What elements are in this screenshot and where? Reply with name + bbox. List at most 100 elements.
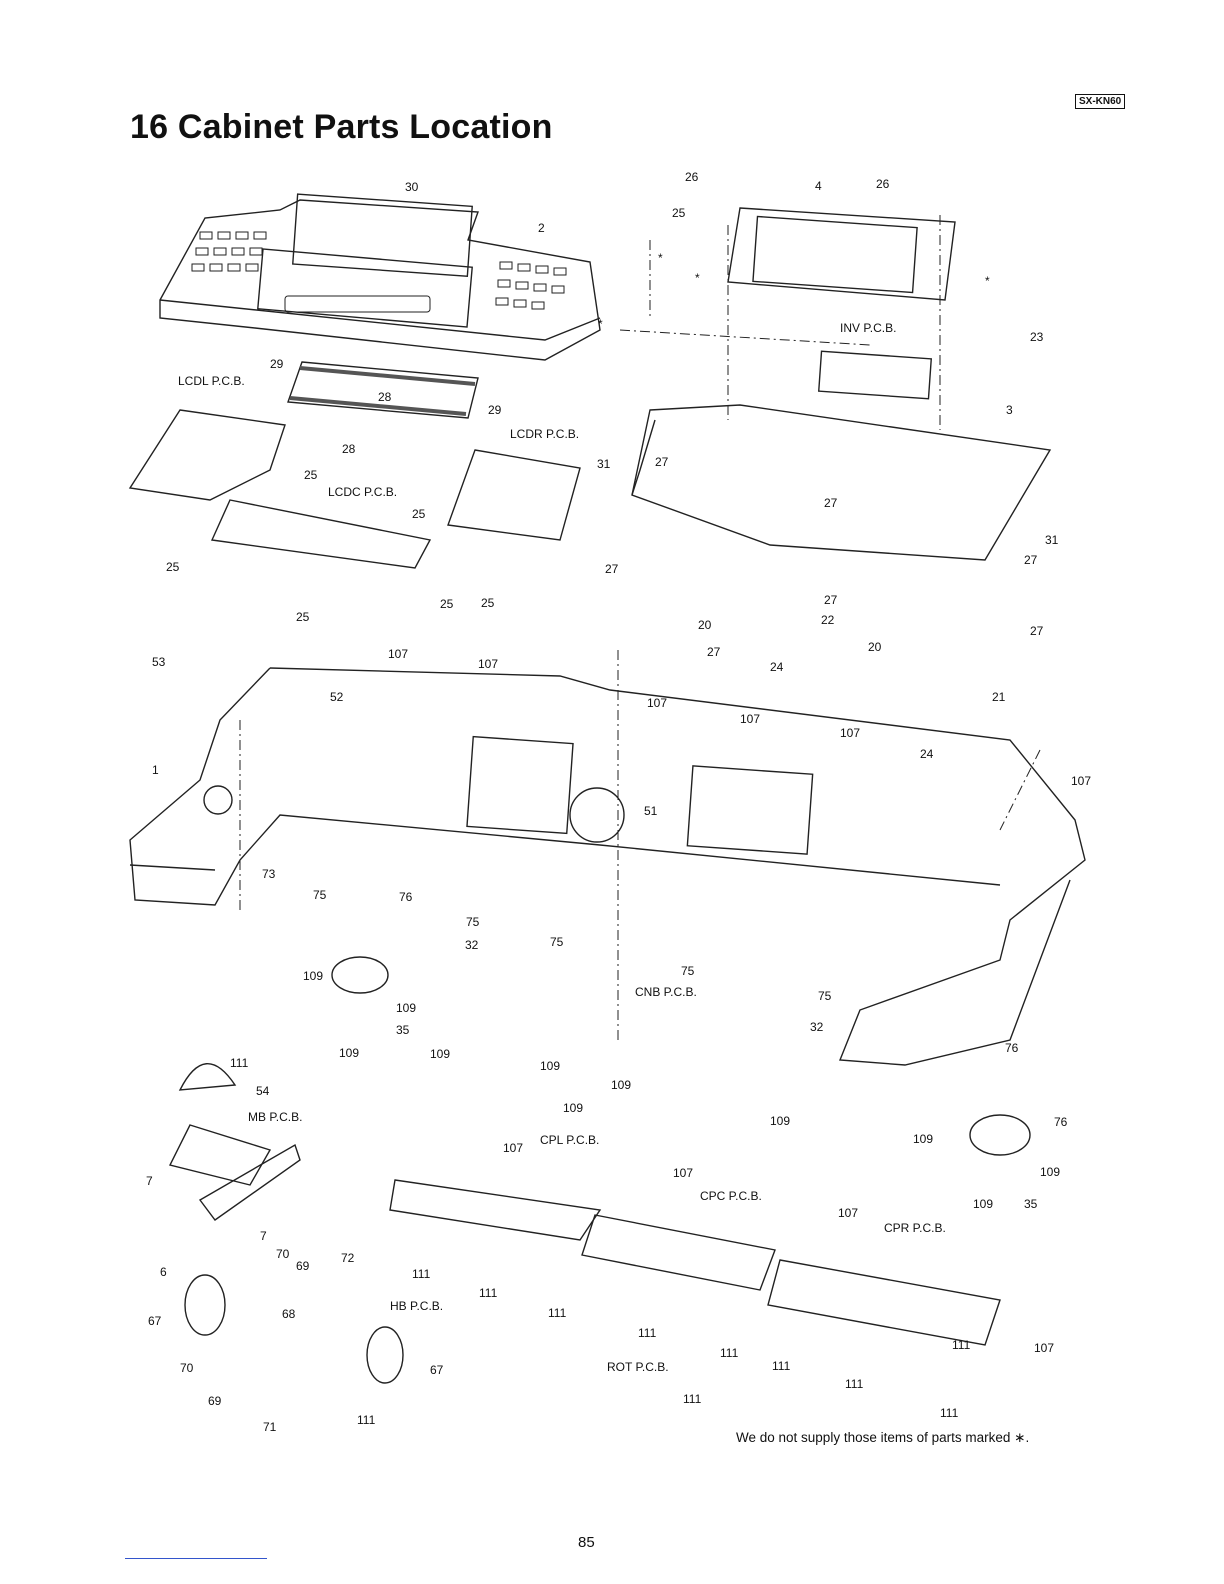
pcb-label: CPR P.C.B. <box>884 1221 946 1235</box>
callout: 67 <box>430 1363 444 1377</box>
callout: 107 <box>1071 774 1091 788</box>
callout: 109 <box>770 1114 790 1128</box>
callout: 109 <box>339 1046 359 1060</box>
callout: 109 <box>973 1197 993 1211</box>
callout: 24 <box>770 660 784 674</box>
callout: 68 <box>282 1307 296 1321</box>
callout: 70 <box>276 1247 290 1261</box>
callout: 25 <box>672 206 686 220</box>
callout: 32 <box>465 938 479 952</box>
pcb-label: CPL P.C.B. <box>540 1133 599 1147</box>
callout: 76 <box>399 890 413 904</box>
callout: 107 <box>840 726 860 740</box>
callout: 3 <box>1006 403 1013 417</box>
callout: 107 <box>1034 1341 1054 1355</box>
callout: 111 <box>638 1326 657 1340</box>
callout: 111 <box>940 1406 959 1420</box>
callout: 107 <box>388 647 408 661</box>
pcb-label: LCDR P.C.B. <box>510 427 579 441</box>
callout: 7 <box>146 1174 153 1188</box>
callout: 69 <box>296 1259 310 1273</box>
callout: 26 <box>685 170 699 184</box>
callout: 111 <box>772 1359 791 1373</box>
callout: 75 <box>313 888 327 902</box>
callout: 109 <box>396 1001 416 1015</box>
callout: 54 <box>256 1084 270 1098</box>
pcb-label: HB P.C.B. <box>390 1299 443 1313</box>
supply-note: We do not supply those items of parts ma… <box>736 1430 1030 1445</box>
callout: 53 <box>152 655 166 669</box>
callout: 111 <box>357 1413 376 1427</box>
callout: 27 <box>707 645 721 659</box>
callout: 27 <box>605 562 619 576</box>
callout: 51 <box>644 804 658 818</box>
callout: 111 <box>412 1267 431 1281</box>
callout: 111 <box>683 1392 702 1406</box>
callout: 21 <box>992 690 1006 704</box>
callout: 25 <box>481 596 495 610</box>
callout: 25 <box>304 468 318 482</box>
pcb-label: CPC P.C.B. <box>700 1189 762 1203</box>
callout: 107 <box>740 712 760 726</box>
callout: 111 <box>720 1346 739 1360</box>
callout: * <box>658 251 663 265</box>
callout: 109 <box>563 1101 583 1115</box>
callout: 75 <box>681 964 695 978</box>
callout: 20 <box>868 640 882 654</box>
callout: 109 <box>303 969 323 983</box>
callout: 30 <box>405 180 419 194</box>
pcb-label: MB P.C.B. <box>248 1110 302 1124</box>
pcb-label: LCDL P.C.B. <box>178 374 245 388</box>
footer-rule <box>125 1558 267 1559</box>
callout: 75 <box>818 989 832 1003</box>
callout: 111 <box>479 1286 498 1300</box>
pcb-label: INV P.C.B. <box>840 321 896 335</box>
callout: 2 <box>538 221 545 235</box>
callout: 109 <box>611 1078 631 1092</box>
callout: 24 <box>920 747 934 761</box>
callout: 6 <box>160 1265 167 1279</box>
callout: 107 <box>478 657 498 671</box>
callout: 76 <box>1054 1115 1068 1129</box>
callout: 31 <box>597 457 611 471</box>
callout: 4 <box>815 179 822 193</box>
callout: 25 <box>440 597 454 611</box>
callout: 109 <box>430 1047 450 1061</box>
callout: 111 <box>845 1377 864 1391</box>
callout: 109 <box>913 1132 933 1146</box>
callout: 32 <box>810 1020 824 1034</box>
callout: 28 <box>342 442 356 456</box>
callout: 7 <box>260 1229 267 1243</box>
callout: 52 <box>330 690 344 704</box>
callout: * <box>985 274 990 288</box>
callout: * <box>695 271 700 285</box>
callout: 111 <box>952 1338 971 1352</box>
callout: 72 <box>341 1251 355 1265</box>
callout: 27 <box>1030 624 1044 638</box>
callout: 25 <box>166 560 180 574</box>
callout: 1 <box>152 763 159 777</box>
pcb-label: LCDC P.C.B. <box>328 485 397 499</box>
callout: 26 <box>876 177 890 191</box>
callout: 35 <box>1024 1197 1038 1211</box>
callout: * <box>598 317 603 331</box>
page-number: 85 <box>578 1534 595 1551</box>
callout: 35 <box>396 1023 410 1037</box>
callout: 31 <box>1045 533 1059 547</box>
callout: 27 <box>824 496 838 510</box>
callout: 75 <box>550 935 564 949</box>
callout: 71 <box>263 1420 277 1434</box>
callout: 109 <box>540 1059 560 1073</box>
callout: 107 <box>647 696 667 710</box>
callout: 111 <box>548 1306 567 1320</box>
callout: 67 <box>148 1314 162 1328</box>
callout: 70 <box>180 1361 194 1375</box>
callout: 73 <box>262 867 276 881</box>
callout: 22 <box>821 613 835 627</box>
callout: 29 <box>488 403 502 417</box>
diagram-drawing <box>128 193 1086 1384</box>
callout: 25 <box>296 610 310 624</box>
callout: 28 <box>378 390 392 404</box>
callout: 109 <box>1040 1165 1060 1179</box>
